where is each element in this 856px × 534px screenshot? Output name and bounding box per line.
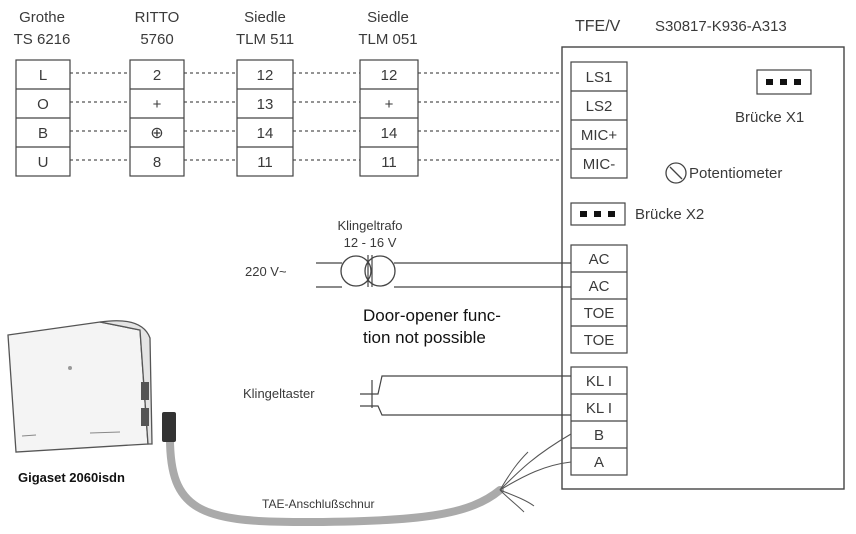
column-headers: Grothe TS 6216 RITTO 5760 Siedle TLM 511… xyxy=(14,9,418,48)
cell: L xyxy=(39,67,47,84)
header-ritto-line1: RITTO xyxy=(135,9,180,26)
bridge-x1-label: Brücke X1 xyxy=(735,109,804,126)
header-grothe-line2: TS 6216 xyxy=(14,31,71,48)
dashed-connections xyxy=(70,72,570,161)
cable-label: TAE-Anschlußschnur xyxy=(262,497,374,511)
terminal-kl: KL I xyxy=(586,373,612,390)
bridge-x2: Brücke X2 xyxy=(570,202,704,226)
tae-cable: TAE-Anschlußschnur xyxy=(162,412,572,527)
header-grothe-line1: Grothe xyxy=(19,9,65,26)
note-line2: tion not possible xyxy=(363,328,486,347)
bell-button: Klingeltaster xyxy=(243,375,571,416)
cell: 12 xyxy=(381,67,398,84)
header-siedle511-line2: TLM 511 xyxy=(236,31,294,48)
terminal-kl: KL I xyxy=(586,400,612,417)
transformer-secondary-coil xyxy=(364,255,396,287)
cell: + xyxy=(385,96,394,113)
terminal-mic-minus: MIC- xyxy=(583,156,616,173)
cell: 14 xyxy=(381,125,398,142)
cable-plug xyxy=(162,412,176,442)
header-ritto-line2: 5760 xyxy=(140,31,173,48)
transformer-label-line1: Klingeltrafo xyxy=(337,218,402,233)
bell-transformer: Klingeltrafo 12 - 16 V 220 V~ xyxy=(245,218,571,288)
terminal-b: B xyxy=(594,427,604,444)
cell: 14 xyxy=(257,125,274,142)
potentiometer: Potentiometer xyxy=(665,162,782,184)
header-siedle051-line1: Siedle xyxy=(367,9,409,26)
cell: B xyxy=(38,125,48,142)
cell: 12 xyxy=(257,67,274,84)
module-terminals xyxy=(570,61,628,476)
module-part-number: S30817-K936-A313 xyxy=(655,18,787,35)
cell: U xyxy=(38,154,49,171)
terminal-toe: TOE xyxy=(584,305,615,322)
bell-button-label: Klingeltaster xyxy=(243,386,315,401)
device-housing xyxy=(7,321,149,453)
note-line1: Door-opener func- xyxy=(363,306,501,325)
terminal-cells: L O B U 2 + ⊕ 8 12 13 14 11 12 + 14 11 xyxy=(37,67,397,171)
bridge-x2-label: Brücke X2 xyxy=(635,206,704,223)
cell: 2 xyxy=(153,67,161,84)
cable-jacket xyxy=(166,434,504,527)
transformer-label-line2: 12 - 16 V xyxy=(344,235,397,250)
terminal-ls1: LS1 xyxy=(586,69,613,86)
terminal-mic-plus: MIC+ xyxy=(581,127,617,144)
terminal-ls2: LS2 xyxy=(586,98,613,115)
header-siedle511-line1: Siedle xyxy=(244,9,286,26)
cell: 11 xyxy=(257,154,273,171)
cell: 13 xyxy=(257,96,274,113)
mains-voltage-label: 220 V~ xyxy=(245,264,287,279)
terminal-a: A xyxy=(594,454,604,471)
potentiometer-label: Potentiometer xyxy=(689,165,782,182)
bridge-x1: Brücke X1 xyxy=(735,69,812,126)
door-opener-note: Door-opener func- tion not possible xyxy=(363,306,501,347)
cell: O xyxy=(37,96,49,113)
terminal-ac: AC xyxy=(589,251,610,268)
transformer-primary-coil xyxy=(340,255,372,287)
cell: ⊕ xyxy=(150,125,163,142)
module-name: TFE/V xyxy=(575,18,621,35)
terminal-ac: AC xyxy=(589,278,610,295)
cell: + xyxy=(153,96,162,113)
cell: 11 xyxy=(381,154,397,171)
header-siedle051-line2: TLM 051 xyxy=(358,31,417,48)
cell: 8 xyxy=(153,154,161,171)
device-name: Gigaset 2060isdn xyxy=(18,470,125,485)
module-terminal-labels: LS1 LS2 MIC+ MIC- AC AC TOE TOE KL I KL … xyxy=(581,69,617,471)
terminal-tables xyxy=(15,59,419,177)
gigaset-device: Gigaset 2060isdn xyxy=(7,320,153,485)
terminal-toe: TOE xyxy=(584,332,615,349)
